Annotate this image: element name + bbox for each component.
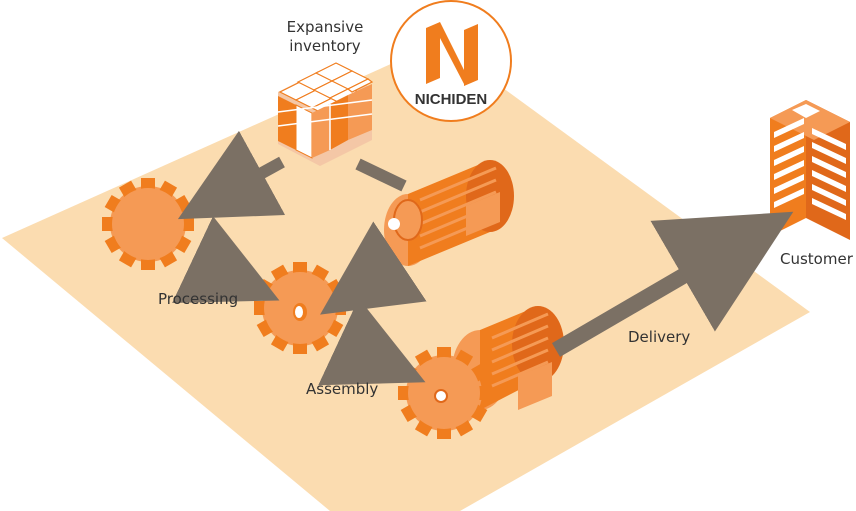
arrow-icon [318, 298, 426, 386]
processing-label: Processing [158, 290, 239, 308]
inventory-label-line2: inventory [289, 37, 361, 55]
arrow-icon [172, 216, 280, 303]
inventory-label-line1: Expansive [286, 18, 364, 36]
assembly-label: Assembly [306, 380, 379, 398]
logo-text: NICHIDEN [415, 91, 488, 108]
arrow-icon [551, 211, 794, 357]
arrow-icon [355, 158, 407, 192]
processing-gear-icon [254, 262, 346, 354]
assembled-motor-icon [398, 306, 564, 439]
arrow-icon [177, 130, 286, 220]
inventory-boxes-icon [277, 62, 374, 166]
flow-arrows [172, 130, 794, 386]
nichiden-logo [390, 0, 512, 122]
inventory-label: Expansive inventory [270, 18, 380, 56]
arrow-icon [320, 221, 427, 315]
customer-label: Customer [780, 250, 853, 268]
customer-building-icon [770, 100, 850, 240]
delivery-label: Delivery [628, 328, 691, 346]
logo-mark-icon [426, 22, 478, 86]
